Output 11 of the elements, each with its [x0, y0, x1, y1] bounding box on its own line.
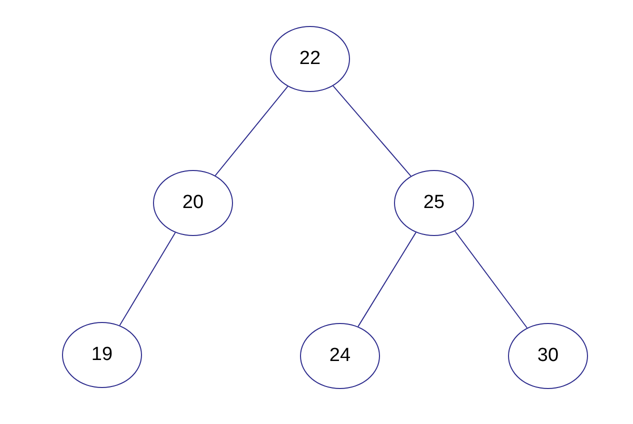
node-value: 24 [329, 345, 351, 367]
connector-line [119, 232, 176, 326]
connector-line [214, 86, 288, 176]
connector-line [358, 232, 416, 328]
node-value: 22 [299, 48, 321, 70]
connector-line [454, 230, 528, 328]
connector-line [332, 85, 412, 177]
node-value: 19 [91, 344, 113, 366]
node-value: 30 [537, 345, 559, 367]
node-value: 20 [182, 192, 204, 214]
node-value: 25 [423, 192, 445, 214]
